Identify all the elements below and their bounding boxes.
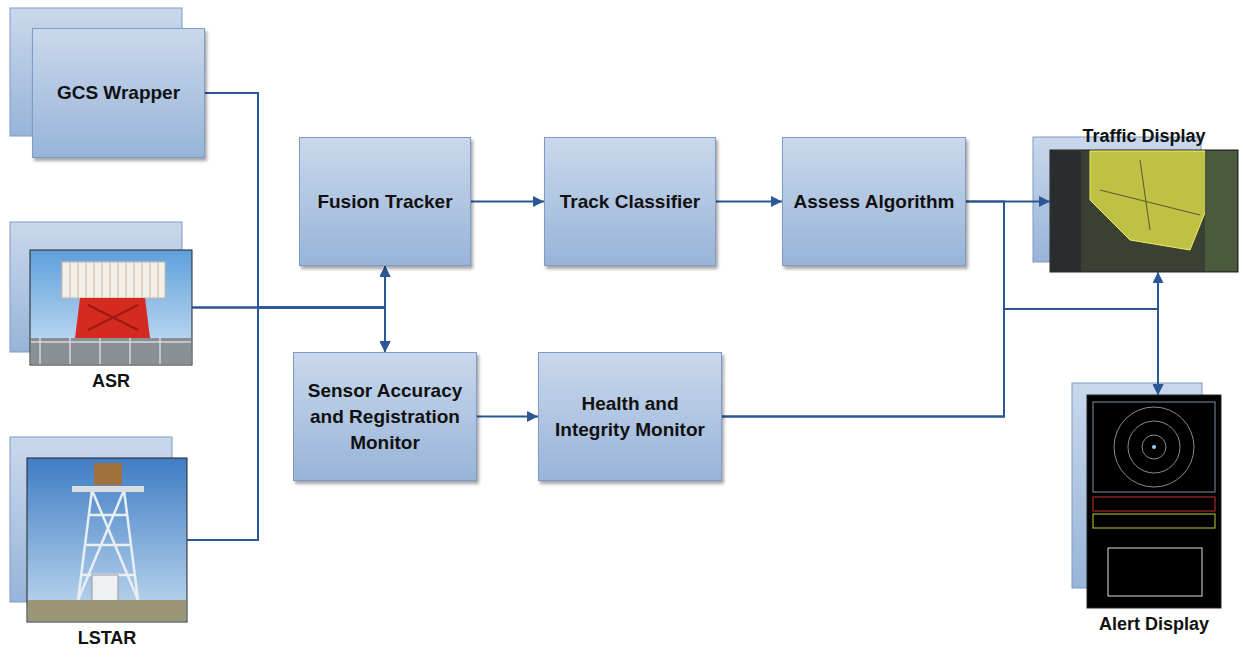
- photo-frame: [30, 250, 192, 365]
- connector-arrow: [477, 416, 538, 418]
- process-box: Track Classifier: [544, 137, 716, 266]
- node-label: Health and Integrity Monitor: [539, 391, 721, 443]
- alert-row: [1093, 514, 1215, 528]
- screen: [1087, 395, 1221, 608]
- railing: [31, 338, 191, 364]
- water-tank: [94, 463, 122, 485]
- connector-arrow: [716, 201, 782, 203]
- connector-arrow: [722, 272, 1158, 417]
- map-lines: [1100, 160, 1200, 230]
- range-ring: [1142, 435, 1166, 459]
- ground: [28, 600, 186, 621]
- shelter: [92, 575, 118, 602]
- node-label: GCS Wrapper: [51, 80, 186, 106]
- node-label: Sensor Accuracy and Registration Monitor: [294, 378, 476, 456]
- connector-arrow: [722, 309, 1158, 417]
- range-ring: [1114, 407, 1194, 487]
- node-label: Traffic Display: [1082, 126, 1205, 147]
- node-label: LSTAR: [78, 628, 137, 649]
- connector-arrow: [192, 308, 385, 353]
- connector-arrow: [192, 266, 385, 308]
- process-box: GCS Wrapper: [32, 28, 205, 158]
- connector-arrow: [966, 202, 1158, 396]
- display-screen: Traffic Display: [1050, 150, 1238, 272]
- process-box: Fusion Tracker: [299, 137, 471, 266]
- stacked-back-boxes: [10, 8, 1202, 602]
- tower-deck: [72, 486, 144, 492]
- radar-sensor: ASR: [30, 250, 192, 365]
- process-box: Health and Integrity Monitor: [538, 352, 722, 481]
- connector-arrow: [471, 201, 544, 203]
- pedestal-brace: [88, 305, 138, 330]
- alert-row: [1093, 497, 1215, 511]
- pedestal: [75, 298, 150, 338]
- info-panel: [1108, 548, 1202, 596]
- map-ground: [1205, 151, 1237, 271]
- traffic-display-screen: [1050, 150, 1238, 272]
- node-label: Alert Display: [1099, 614, 1209, 635]
- antenna: [62, 262, 165, 298]
- side-panel: [1051, 151, 1081, 271]
- platform: [31, 338, 191, 364]
- node-label: ASR: [92, 371, 130, 392]
- airspace-region: [1090, 151, 1210, 250]
- antenna-ribs: [70, 262, 158, 298]
- display-screen: Alert Display: [1087, 395, 1221, 608]
- alert-display-screen: [1087, 395, 1221, 608]
- screen: [1050, 150, 1238, 272]
- asr-photo: [30, 250, 192, 365]
- ownship: [1152, 445, 1156, 449]
- process-box: Sensor Accuracy and Registration Monitor: [293, 352, 477, 481]
- process-box: Assess Algorithm: [782, 137, 966, 266]
- node-label: Assess Algorithm: [788, 189, 961, 215]
- radar-sensor: LSTAR: [27, 458, 187, 622]
- radar-frame: [1093, 402, 1215, 492]
- node-label: Track Classifier: [554, 189, 706, 215]
- node-label: Fusion Tracker: [311, 189, 458, 215]
- range-ring: [1128, 421, 1180, 473]
- photo-frame: [27, 458, 187, 622]
- lstar-photo: [27, 458, 187, 622]
